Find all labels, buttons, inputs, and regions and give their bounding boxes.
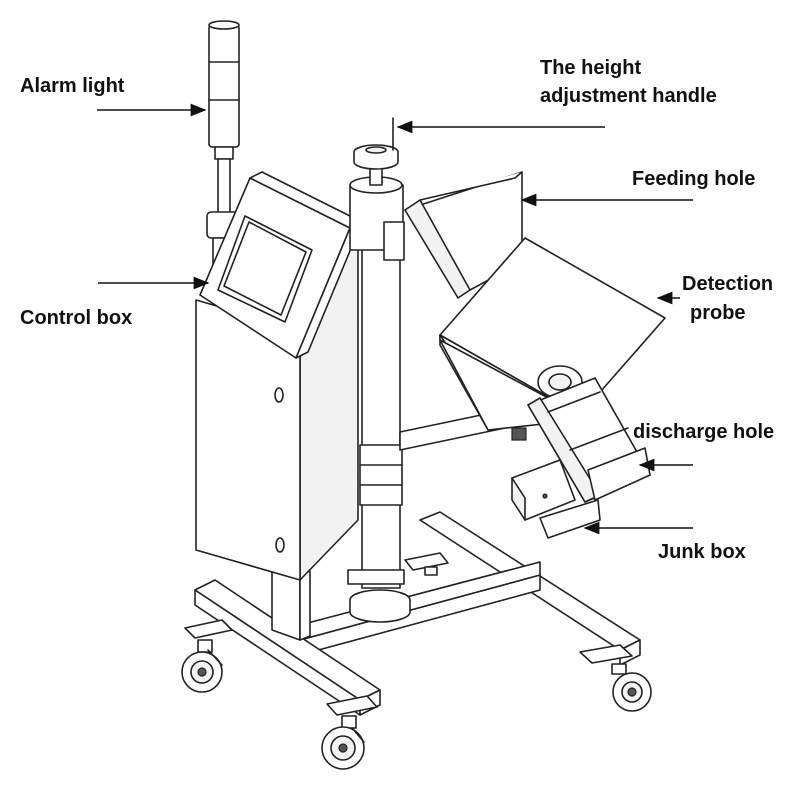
- label-detection-probe-line1: Detection: [682, 273, 774, 295]
- lifting-column: [347, 117, 506, 589]
- control-box: [195, 171, 363, 581]
- caster-front-left: [181, 619, 233, 693]
- junk-box: [511, 459, 601, 539]
- label-discharge-hole: discharge hole: [633, 421, 775, 443]
- caster-back-right: [579, 644, 652, 712]
- label-feeding-hole: Feeding hole: [632, 168, 756, 190]
- label-alarm-light: Alarm light: [20, 75, 125, 97]
- caster-back-left: [404, 552, 449, 576]
- label-detection-probe-line2: probe: [690, 302, 746, 324]
- label-junk-box: Junk box: [658, 541, 746, 563]
- label-control-box: Control box: [20, 307, 133, 329]
- discharge-chute: [527, 377, 651, 503]
- feeding-hopper: [404, 171, 523, 299]
- base-frame: [194, 511, 641, 716]
- leader-lines: [97, 103, 693, 535]
- caster-front-center: [321, 695, 378, 770]
- label-height-handle-line2: adjustment handle: [540, 85, 717, 107]
- label-height-handle-line1: The height: [540, 57, 642, 79]
